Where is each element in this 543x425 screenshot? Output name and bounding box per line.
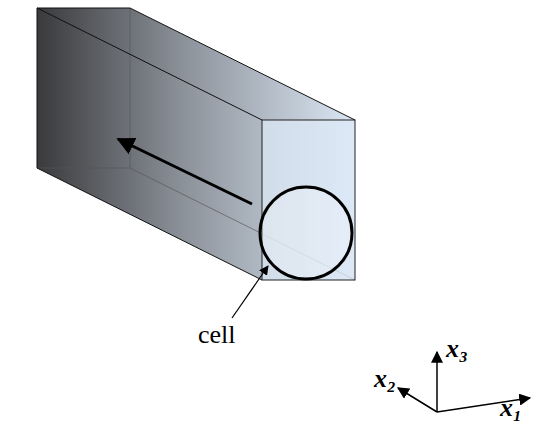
- axis-label: x₃: [446, 336, 468, 362]
- axis-label: x₂: [374, 366, 396, 392]
- axis-label: x₁: [500, 395, 522, 421]
- cell-label: cell: [198, 322, 236, 348]
